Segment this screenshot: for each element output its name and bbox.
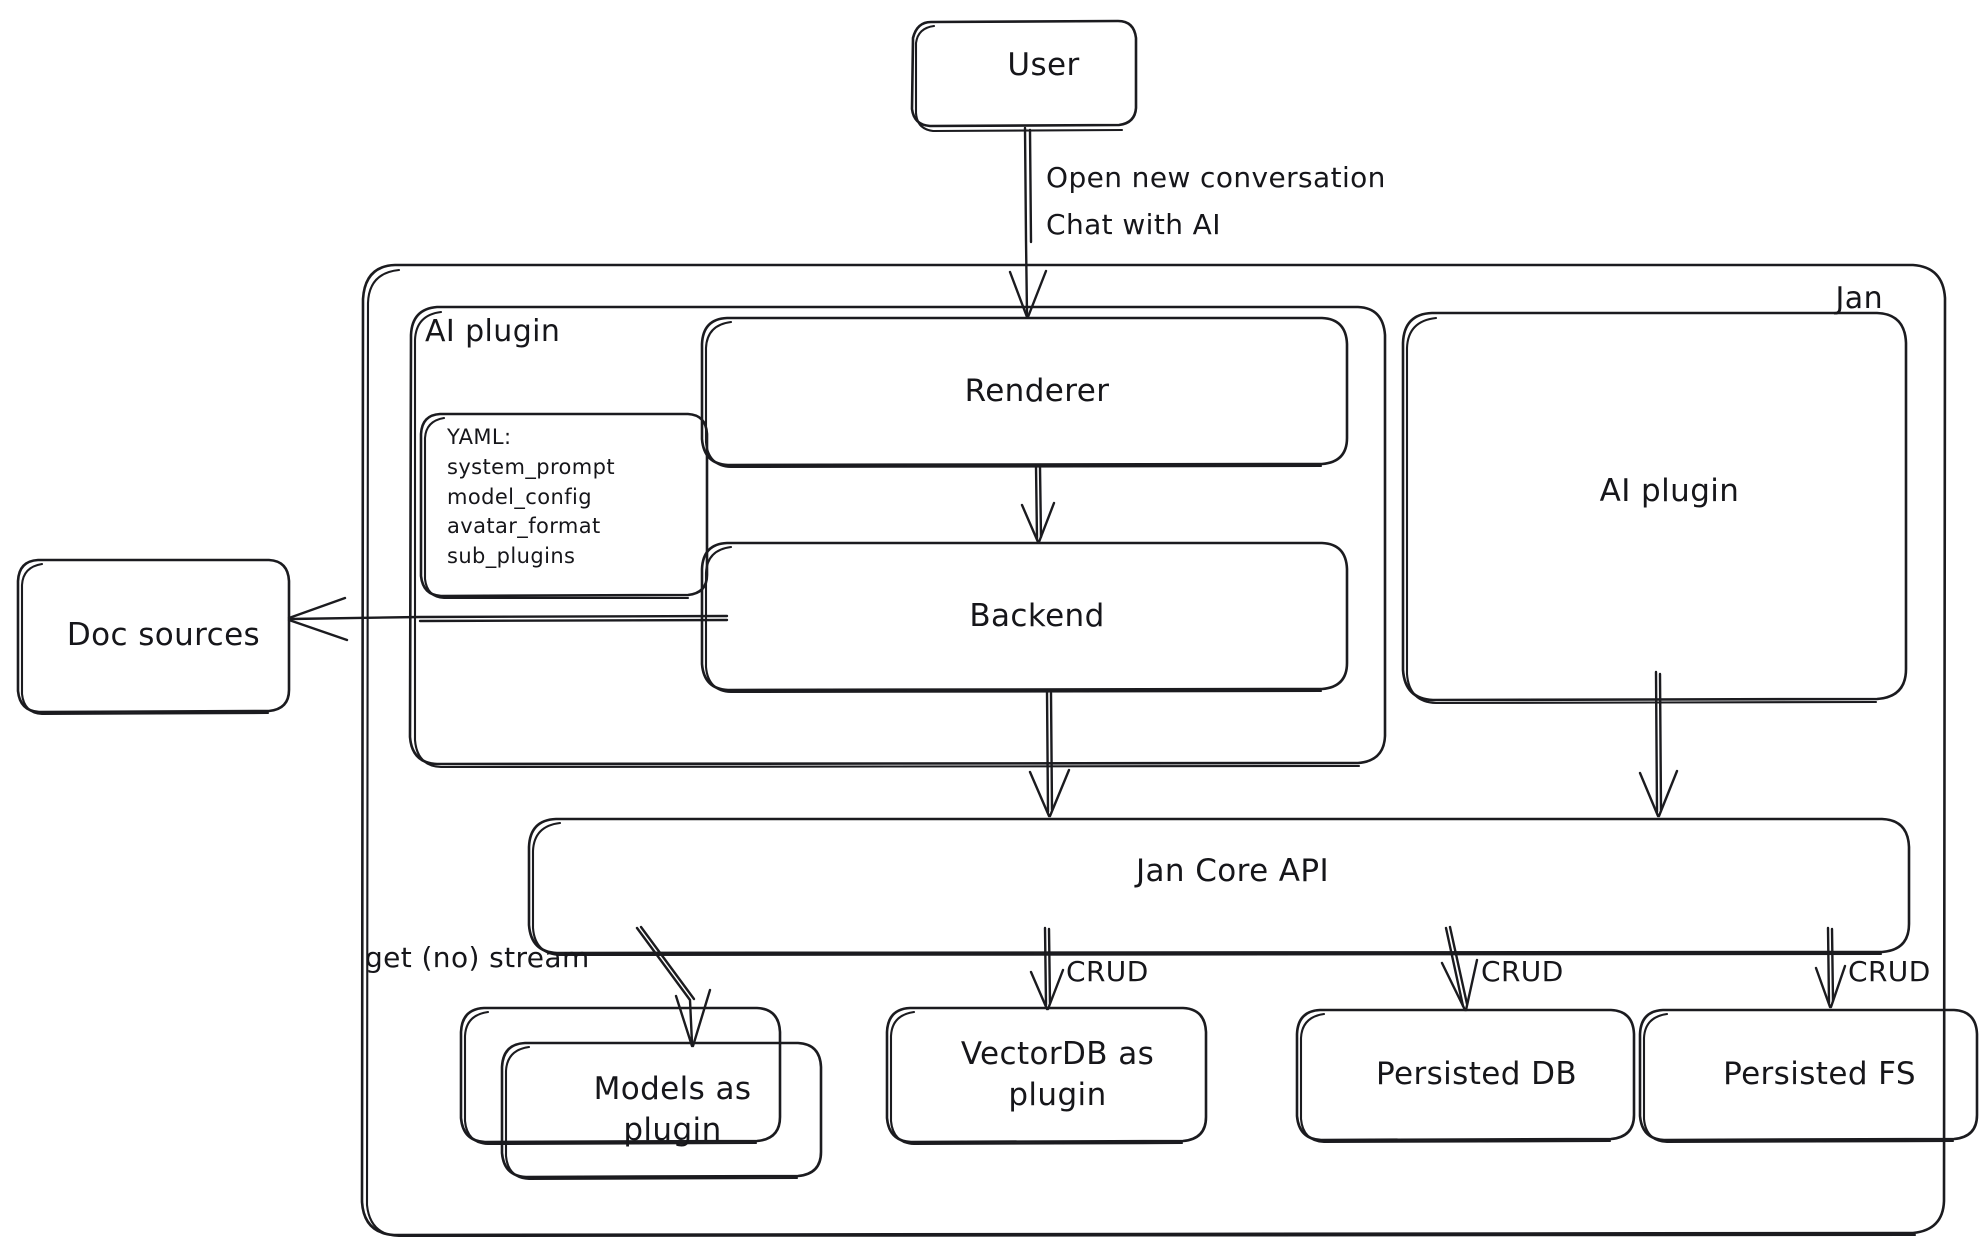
arrow-backend-to-doc-sources — [287, 596, 729, 642]
renderer-box-shape — [700, 316, 1349, 469]
user-node-label: User — [1007, 46, 1080, 83]
yaml-note-shape — [419, 412, 709, 600]
arrow-core-to-models — [635, 925, 712, 1048]
yaml-note-text: YAML: system_prompt model_config avatar_… — [447, 425, 615, 569]
jan-core-api-shape — [527, 817, 1911, 957]
edge-label-get-no-stream: get (no) stream — [365, 941, 590, 974]
edge-label-chat-with-ai: Chat with AI — [1046, 208, 1221, 241]
backend-box-shape — [700, 541, 1349, 694]
persisted-db-box-shape — [1295, 1008, 1636, 1144]
vectordb-plugin-box-shape — [885, 1006, 1208, 1146]
edge-label-crud-persisted-fs: CRUD — [1848, 955, 1931, 988]
models-plugin-back-box-shape — [459, 1006, 782, 1146]
ai-plugin-group-shape — [408, 305, 1387, 769]
arrow-core-to-persisted-fs — [1814, 926, 1847, 1009]
edge-label-crud-vectordb: CRUD — [1066, 955, 1149, 988]
arrow-renderer-to-backend — [1020, 464, 1056, 544]
arrow-core-to-vectordb — [1029, 926, 1065, 1011]
persisted-db-node-label: Persisted DB — [1375, 1056, 1578, 1093]
arrow-aiplugin-to-core — [1638, 670, 1679, 818]
user-box-shape — [910, 19, 1138, 133]
vectordb-plugin-node-label: VectorDB as plugin — [960, 1035, 1155, 1113]
edge-label-open-new-conversation: Open new conversation — [1046, 161, 1386, 194]
backend-node-label: Backend — [969, 597, 1105, 634]
jan-container-shape — [360, 263, 1947, 1238]
arrow-core-to-persisted-db — [1440, 925, 1479, 1012]
edge-label-crud-persisted-db: CRUD — [1481, 955, 1564, 988]
ai-plugin-box-shape — [1401, 311, 1908, 705]
ai-plugin-group-label: AI plugin — [425, 314, 561, 349]
doc-sources-node-label: Doc sources — [66, 617, 261, 654]
jan-core-api-node-label: Jan Core API — [1135, 853, 1330, 890]
jan-container-label: Jan — [1835, 281, 1883, 316]
persisted-fs-box-shape — [1638, 1008, 1979, 1144]
models-plugin-node-label: Models as plugin — [593, 1070, 752, 1148]
renderer-node-label: Renderer — [964, 372, 1110, 409]
models-plugin-front-box-shape — [500, 1041, 823, 1181]
doc-sources-box-shape — [16, 558, 291, 716]
persisted-fs-node-label: Persisted FS — [1723, 1056, 1916, 1093]
arrow-backend-to-core — [1028, 689, 1071, 818]
ai-plugin-node-label: AI plugin — [1599, 472, 1740, 509]
arrow-user-to-renderer — [1008, 126, 1048, 319]
